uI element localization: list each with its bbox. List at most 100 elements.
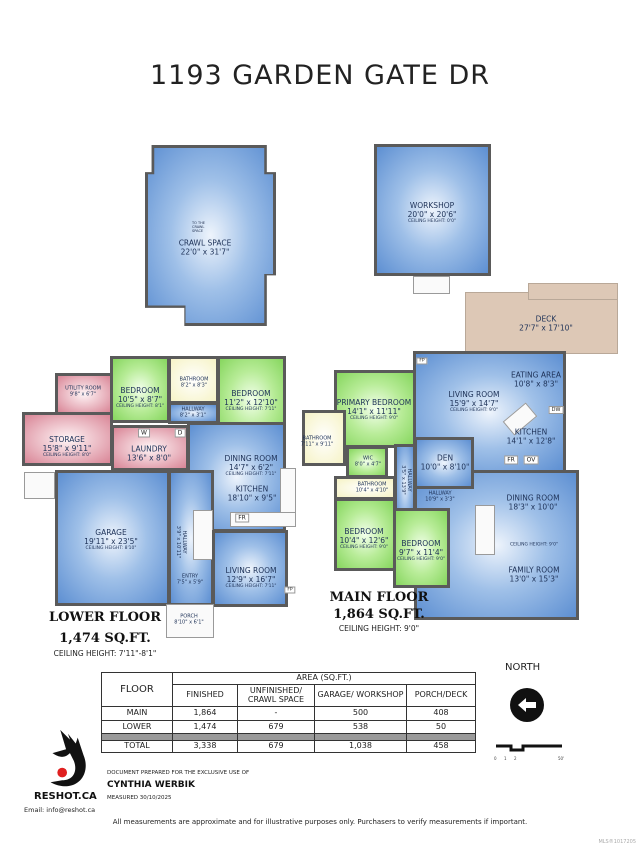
col-unfinished: UNFINISHED/ CRAWL SPACE — [237, 684, 315, 707]
cell: - — [237, 706, 315, 721]
room-dimensions: 10'4" x 4'10" — [355, 487, 389, 493]
room-name: UTILITY ROOM — [65, 385, 101, 392]
main-floor-sqft: 1,864 SQ.FT. — [333, 607, 425, 622]
main-dining-ceiling-label: CEILING HEIGHT: 9'0" — [510, 542, 558, 547]
scale-bar-icon — [496, 739, 566, 758]
cell: 1,864 — [172, 706, 238, 721]
dishwasher-label: DW — [548, 406, 564, 414]
reshot-logo — [40, 726, 96, 794]
main-floor-title: MAIN FLOOR — [329, 590, 429, 605]
storage — [22, 412, 113, 466]
room-dimensions: 8'2" x 3'1" — [179, 412, 207, 418]
doc-prepared-text: DOCUMENT PREPARED FOR THE EXCLUSIVE USE … — [107, 770, 250, 776]
main-fireplace-label: FP — [416, 357, 428, 365]
row-floor: MAIN — [101, 706, 173, 721]
cell: 679 — [237, 720, 315, 734]
main-stairs — [475, 505, 495, 555]
room-name: STORAGE — [49, 434, 85, 444]
deck-stairs — [528, 283, 618, 300]
workshop-step — [413, 276, 450, 294]
floor-header: FLOOR — [101, 672, 173, 707]
disclaimer: All measurements are approximate and for… — [112, 818, 528, 826]
main-bedroom-4 — [393, 508, 450, 588]
room-name: BEDROOM — [231, 388, 271, 398]
room-ceiling-height: CEILING HEIGHT: 9'0" — [449, 408, 499, 414]
oven-label: OV — [523, 455, 539, 465]
lower-floor-ceiling: CEILING HEIGHT: 7'11"-8'1" — [53, 649, 157, 658]
cell: 1,038 — [314, 740, 407, 753]
room-dimensions: 8'10" x 6'1" — [174, 619, 204, 625]
room-dimensions: 10'8" x 8'3" — [513, 379, 559, 388]
room-ceiling-height: CEILING HEIGHT: 9'0" — [396, 557, 446, 563]
room-dimensions: 19'11" x 23'5" — [84, 536, 138, 546]
lower-living-room — [212, 530, 288, 607]
cell: 679 — [237, 740, 315, 753]
room-name: KITCHEN — [514, 427, 548, 437]
room-name: FAMILY ROOM — [508, 565, 560, 575]
room-name: LIVING ROOM — [225, 565, 277, 575]
area-table: FLOOR AREA (SQ.FT.) FINISHED UNFINISHED/… — [101, 672, 476, 753]
room-dimensions: 14'1" x 12'8" — [506, 436, 556, 445]
north-label: NORTH — [505, 662, 541, 673]
room-name: PORCH — [180, 613, 198, 620]
main-floor-ceiling: CEILING HEIGHT: 9'0" — [338, 624, 420, 633]
room-ceiling-height: CEILING HEIGHT: 7'11" — [225, 407, 277, 413]
room-name: LAUNDRY — [131, 444, 167, 454]
room-dimensions: 13'0" x 15'3" — [509, 574, 559, 583]
room-ceiling-height: CEILING HEIGHT: 9'0" — [349, 416, 399, 422]
mls-number: MLS®1017205 — [598, 839, 636, 845]
room-name: BATHROOM — [357, 481, 387, 488]
den — [414, 437, 474, 489]
north-arrow-icon — [510, 688, 544, 722]
main-bathroom-2 — [334, 476, 396, 500]
cell: 538 — [314, 720, 407, 734]
room-dimensions: 15'9" x 14'7" — [449, 398, 499, 408]
lower-floor-title: LOWER FLOOR — [48, 610, 162, 625]
main-fridge-label: FR — [504, 455, 518, 465]
scale-label: 50' — [558, 756, 565, 761]
col-garage: GARAGE/ WORKSHOP — [314, 684, 407, 707]
lower-fireplace-label: FP — [284, 586, 296, 594]
room-dimensions: 10'0" x 8'10" — [420, 462, 470, 471]
room-dimensions: 13'6" x 8'0" — [126, 453, 172, 462]
row-floor: TOTAL — [101, 740, 173, 753]
room-ceiling-height: CEILING HEIGHT: 7'11" — [225, 472, 277, 478]
room-name: BATHROOM — [179, 376, 209, 383]
room-dimensions: 8'2" x 8'3" — [180, 382, 208, 388]
room-name: PRIMARY BEDROOM — [336, 397, 412, 407]
room-name: BEDROOM — [344, 526, 384, 536]
scale-label: 2 — [514, 756, 517, 761]
col-finished: FINISHED — [172, 684, 238, 707]
room-name: DINING ROOM — [224, 453, 278, 463]
measured-date: MEASURED 30/10/2025 — [107, 795, 172, 801]
crawl-space — [148, 148, 273, 323]
room-name: DINING ROOM — [506, 493, 560, 503]
utility-room — [55, 373, 113, 415]
porch — [166, 604, 214, 638]
table-row-total: TOTAL 3,338 679 1,038 458 — [101, 740, 476, 753]
room-dimensions: 14'7" x 6'2" — [228, 462, 274, 472]
table-row-lower: LOWER 1,474 679 538 50 — [101, 720, 476, 734]
room-dimensions: 11'2" x 12'10" — [224, 397, 278, 407]
room-name: LIVING ROOM — [448, 389, 500, 399]
cell: 1,474 — [172, 720, 238, 734]
